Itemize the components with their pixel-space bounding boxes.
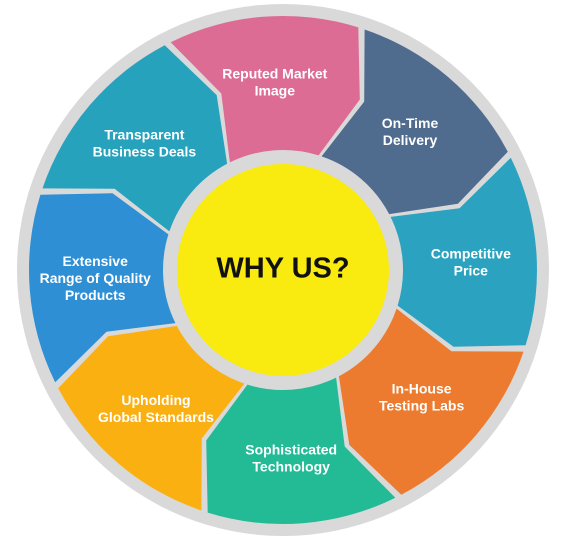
segment-label-line: Upholding <box>121 392 190 408</box>
segment-label-line: Business Deals <box>93 144 197 160</box>
segment-label-line: Image <box>255 83 296 99</box>
segment-label-line: Price <box>454 262 488 278</box>
segment-7 <box>42 45 228 232</box>
segment-label-line: Extensive <box>63 253 129 269</box>
segment-5 <box>58 325 245 511</box>
center-title: WHY US? <box>216 253 349 285</box>
segments-layer <box>28 15 538 525</box>
segment-2 <box>390 157 538 347</box>
segment-label-line: Range of Quality <box>40 270 151 286</box>
segment-label-line: Products <box>65 287 126 303</box>
segment-4 <box>206 377 396 525</box>
segment-label-line: Global Standards <box>98 409 214 425</box>
segment-label-line: Technology <box>252 458 330 474</box>
segment-1 <box>321 29 508 215</box>
segment-8 <box>170 15 360 163</box>
segment-label-line: Transparent <box>104 127 184 143</box>
center-hub <box>177 164 389 376</box>
segment-label-line: Sophisticated <box>245 441 337 457</box>
segment-6 <box>28 193 176 383</box>
segment-label-line: Competitive <box>431 245 511 261</box>
segment-label-line: Testing Labs <box>379 398 465 414</box>
segment-label-line: Reputed Market <box>222 66 327 82</box>
segment-label-line: In-House <box>392 381 452 397</box>
segment-label-line: On-Time <box>382 115 439 131</box>
segment-3 <box>338 308 524 495</box>
segment-label-line: Delivery <box>383 132 438 148</box>
